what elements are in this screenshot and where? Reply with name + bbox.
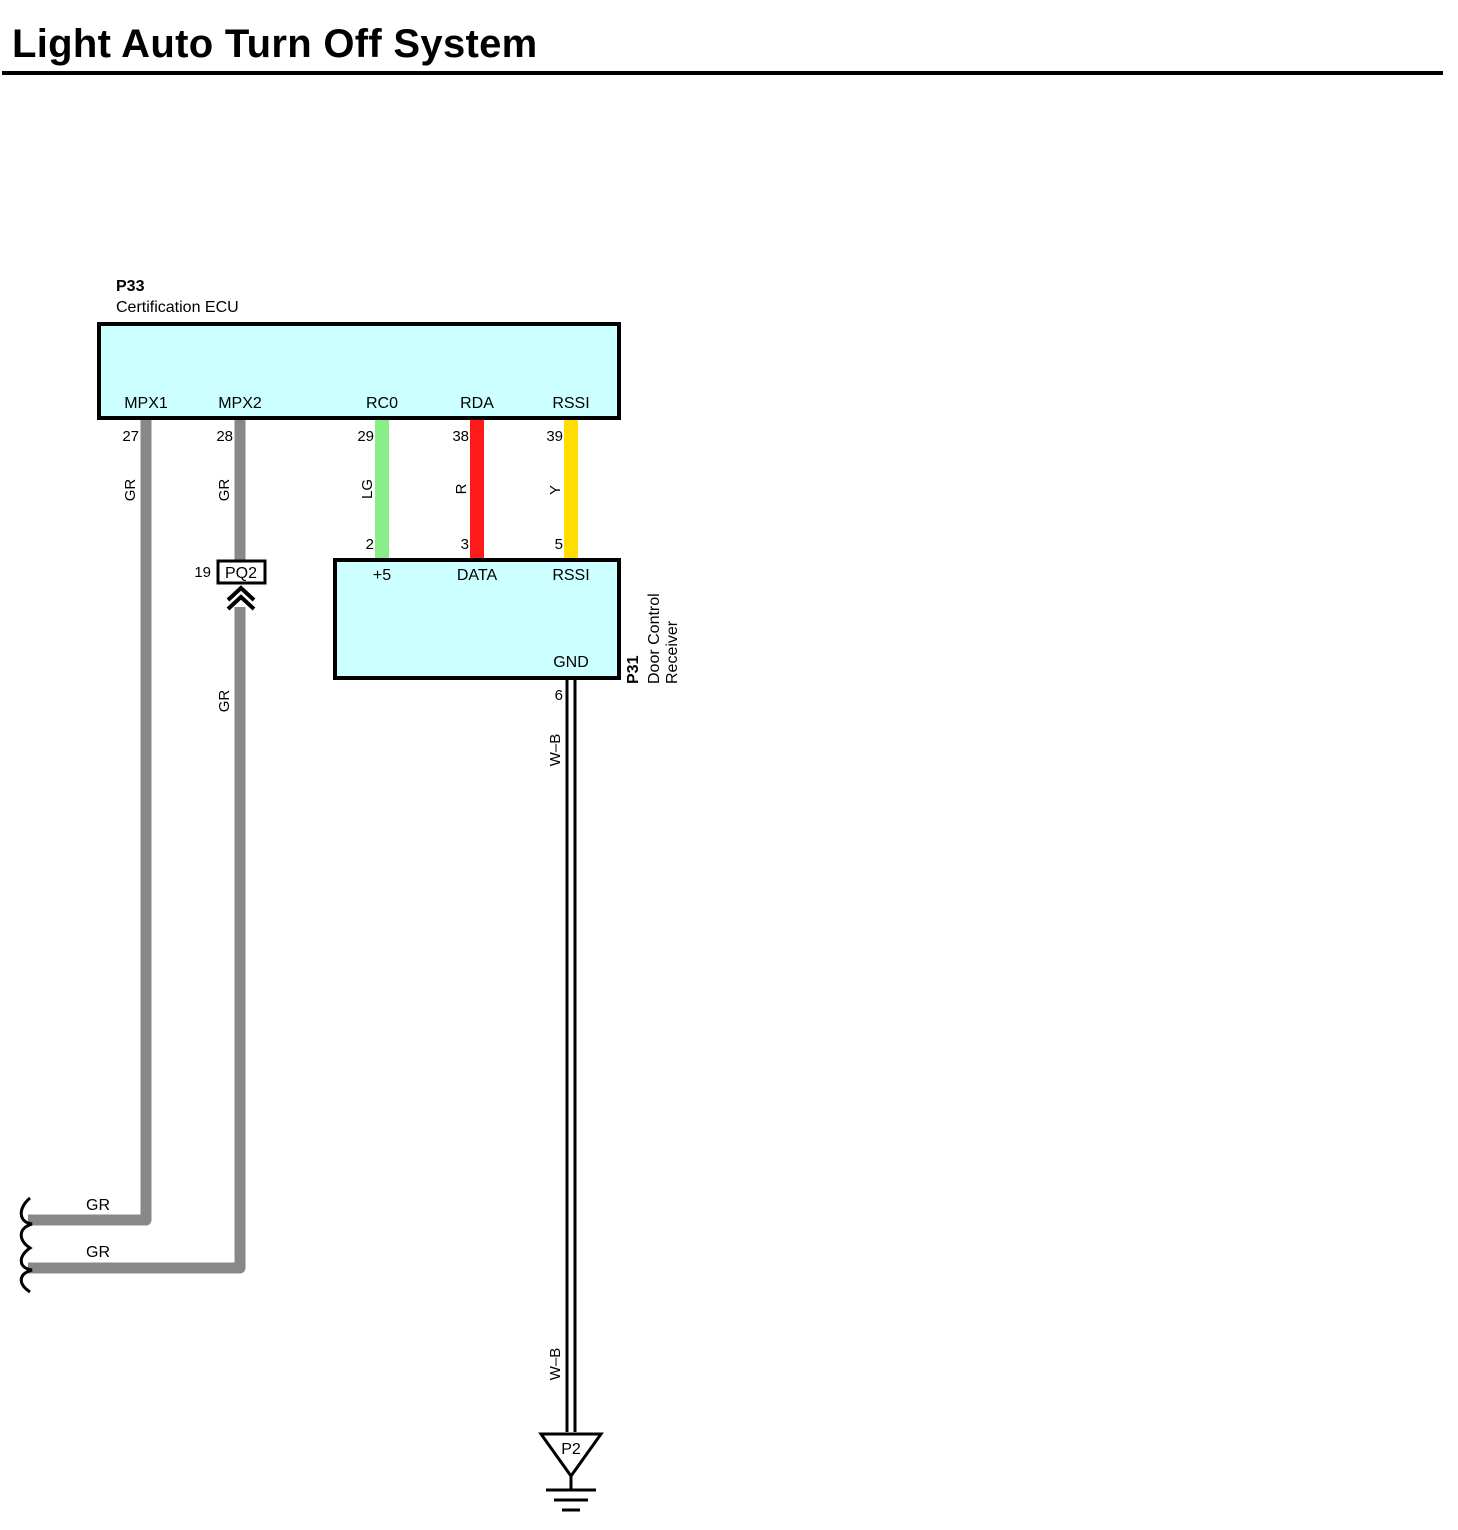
ecu-terminal-rc0: RC0 [366, 395, 398, 412]
ecu-pin-27: 27 [122, 428, 139, 445]
receiver-pin-3: 3 [461, 536, 469, 553]
receiver-terminal-plus5: +5 [373, 567, 391, 584]
ecu-pin-39: 39 [546, 428, 563, 445]
receiver-box [333, 558, 621, 680]
wire-label-mpx1: GR [122, 479, 139, 502]
wire-rssi [564, 420, 578, 560]
page-title: Light Auto Turn Off System [12, 22, 538, 66]
ground-id: P2 [561, 1441, 581, 1458]
junction-pin: 19 [194, 564, 211, 581]
wire-label-rda: R [453, 483, 470, 494]
receiver-terminal-gnd: GND [553, 654, 589, 671]
receiver-terminal-rssi: RSSI [552, 567, 589, 584]
ecu-pin-28: 28 [216, 428, 233, 445]
receiver-pin-6: 6 [555, 687, 563, 704]
wire-rc0 [375, 420, 389, 560]
wire-label-gnd-upper: W–B [547, 734, 564, 767]
wire-mpx2-lower [28, 607, 246, 1274]
junction-chevron-lower [226, 594, 256, 611]
wire-label-left-top: GR [86, 1197, 110, 1214]
ecu-terminal-mpx2: MPX2 [218, 395, 262, 412]
ecu-name: Certification ECU [116, 299, 239, 316]
ecu-pin-38: 38 [452, 428, 469, 445]
wire-label-left-bottom: GR [86, 1244, 110, 1261]
wire-label-mpx2-upper: GR [216, 479, 233, 502]
ecu-terminal-mpx1: MPX1 [124, 395, 168, 412]
ecu-pin-29: 29 [357, 428, 374, 445]
junction-id: PQ2 [225, 565, 257, 582]
receiver-terminal-data: DATA [457, 567, 498, 584]
ground-triangle [538, 1432, 604, 1479]
receiver-name-line2: Receiver [664, 620, 681, 684]
receiver-pin-5: 5 [555, 536, 563, 553]
receiver-pin-2: 2 [366, 536, 374, 553]
receiver-id: P31 [625, 655, 642, 684]
ecu-terminal-rda: RDA [460, 395, 494, 412]
junction-chevron-upper [226, 585, 256, 602]
junction-box [216, 559, 267, 585]
wire-mpx1 [28, 420, 152, 1226]
receiver-name-line1: Door Control [646, 593, 663, 684]
ecu-terminal-rssi: RSSI [552, 395, 589, 412]
ecu-box [97, 322, 621, 420]
wire-label-mpx2-lower: GR [216, 690, 233, 713]
wire-label-gnd-lower: W–B [547, 1348, 564, 1381]
wire-rda [470, 420, 484, 560]
wire-break-symbol [19, 1196, 33, 1294]
ecu-id: P33 [116, 278, 145, 295]
wire-label-rssi: Y [547, 485, 564, 495]
wire-label-rc0: LG [359, 479, 376, 499]
